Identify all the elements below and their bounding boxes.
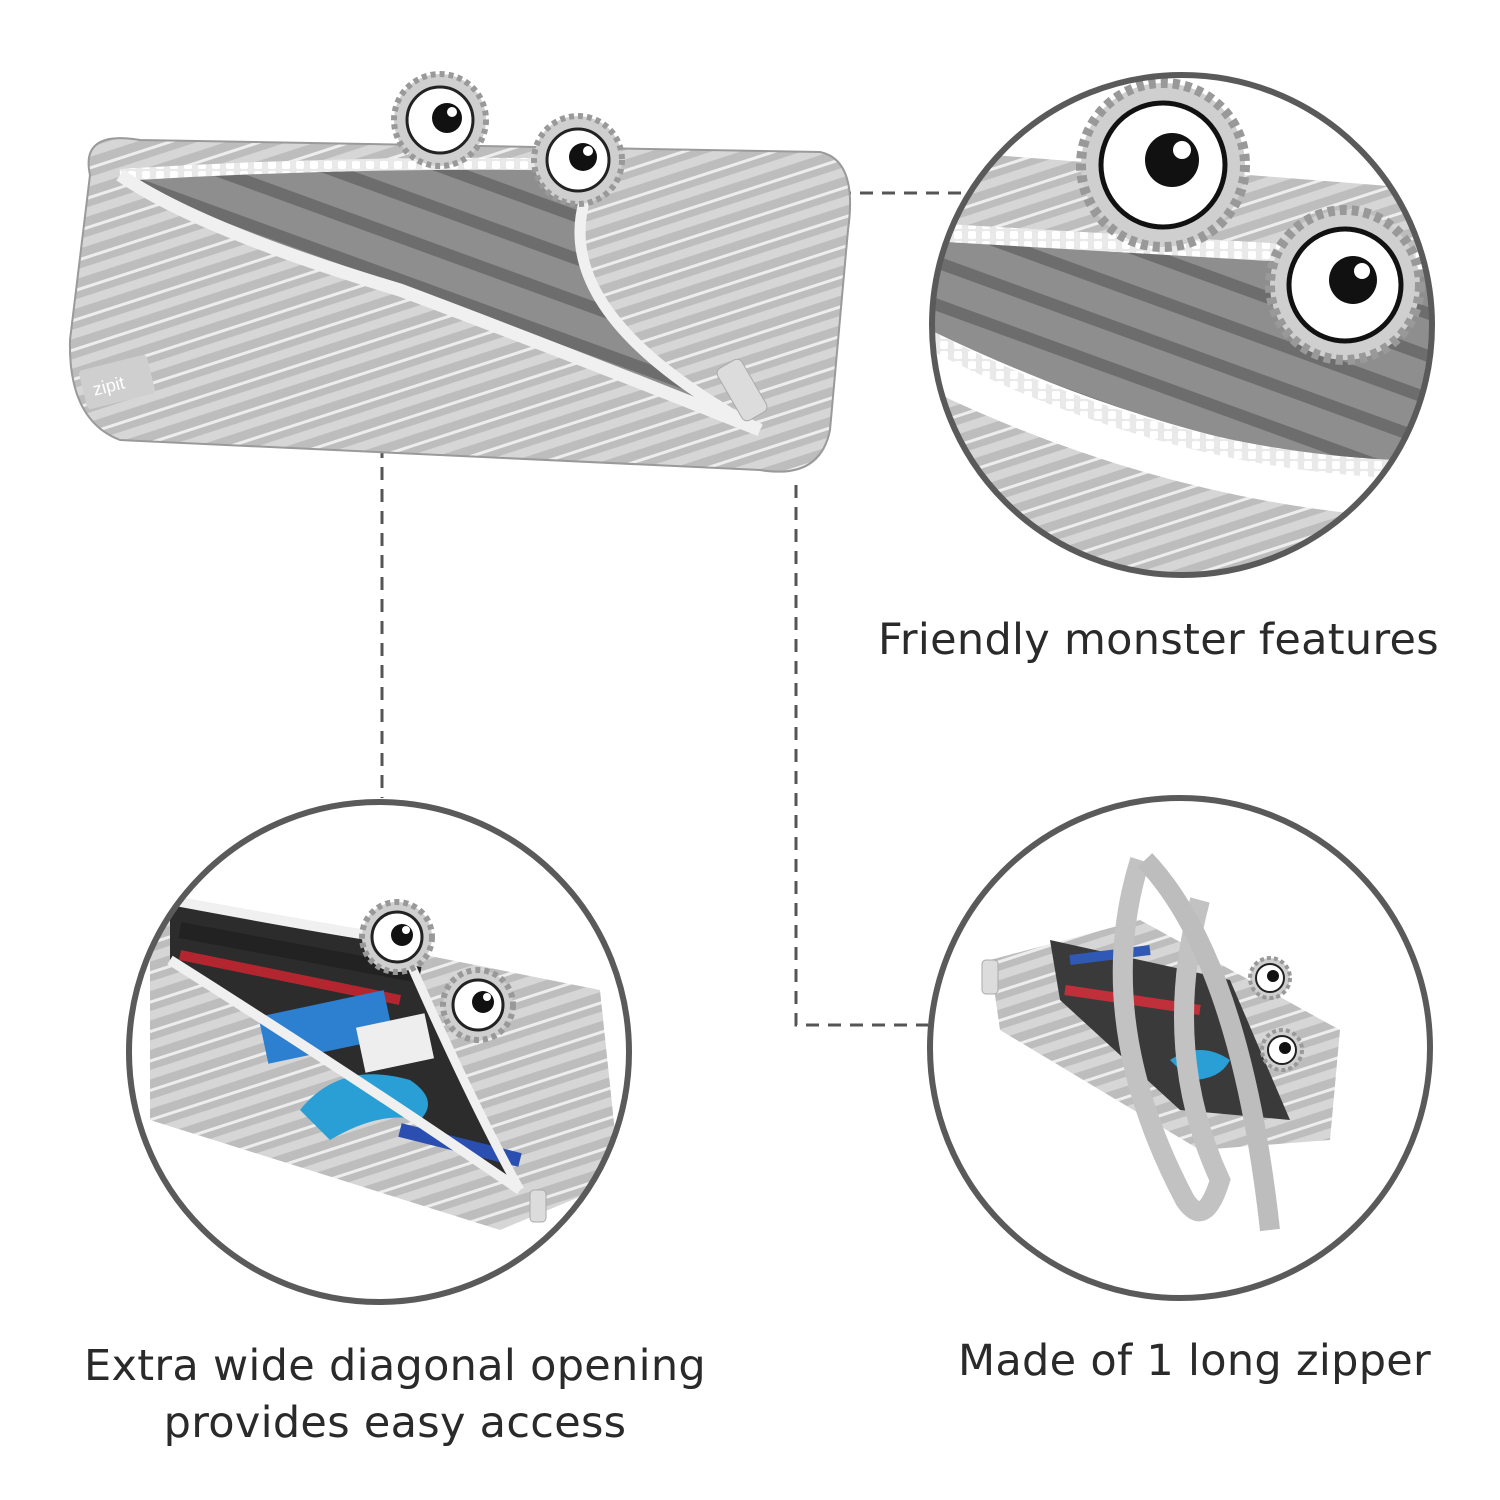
caption-wide-opening-line2: provides easy access	[163, 1398, 627, 1448]
caption-long-zipper: Made of 1 long zipper	[958, 1336, 1432, 1386]
caption-wide-opening: Extra wide diagonal opening provides eas…	[70, 1338, 720, 1452]
connector-lines	[380, 191, 975, 1027]
zipper-pull-icon	[529, 1189, 547, 1223]
googly-eye-icon	[531, 113, 625, 207]
zipper-pull-icon	[981, 959, 999, 995]
googly-eye-icon	[391, 71, 489, 169]
googly-eye-icon	[1265, 205, 1425, 365]
opening-closeup-circle	[126, 799, 632, 1305]
caption-wide-opening-line1: Extra wide diagonal opening	[83, 1341, 707, 1391]
googly-eye-icon	[440, 967, 516, 1043]
connector-to-zipper	[794, 485, 928, 1027]
caption-friendly-features: Friendly monster features	[878, 615, 1439, 665]
googly-eye-icon	[1248, 956, 1292, 1000]
googly-eye-icon	[359, 899, 435, 975]
googly-eye-icon	[1076, 78, 1250, 252]
zipper-closeup-circle	[927, 795, 1433, 1301]
googly-eye-icon	[1260, 1028, 1304, 1072]
main-pouch-image: zipit	[68, 71, 852, 473]
features-closeup-circle	[929, 72, 1435, 578]
zipper-pull-icon	[716, 358, 768, 422]
